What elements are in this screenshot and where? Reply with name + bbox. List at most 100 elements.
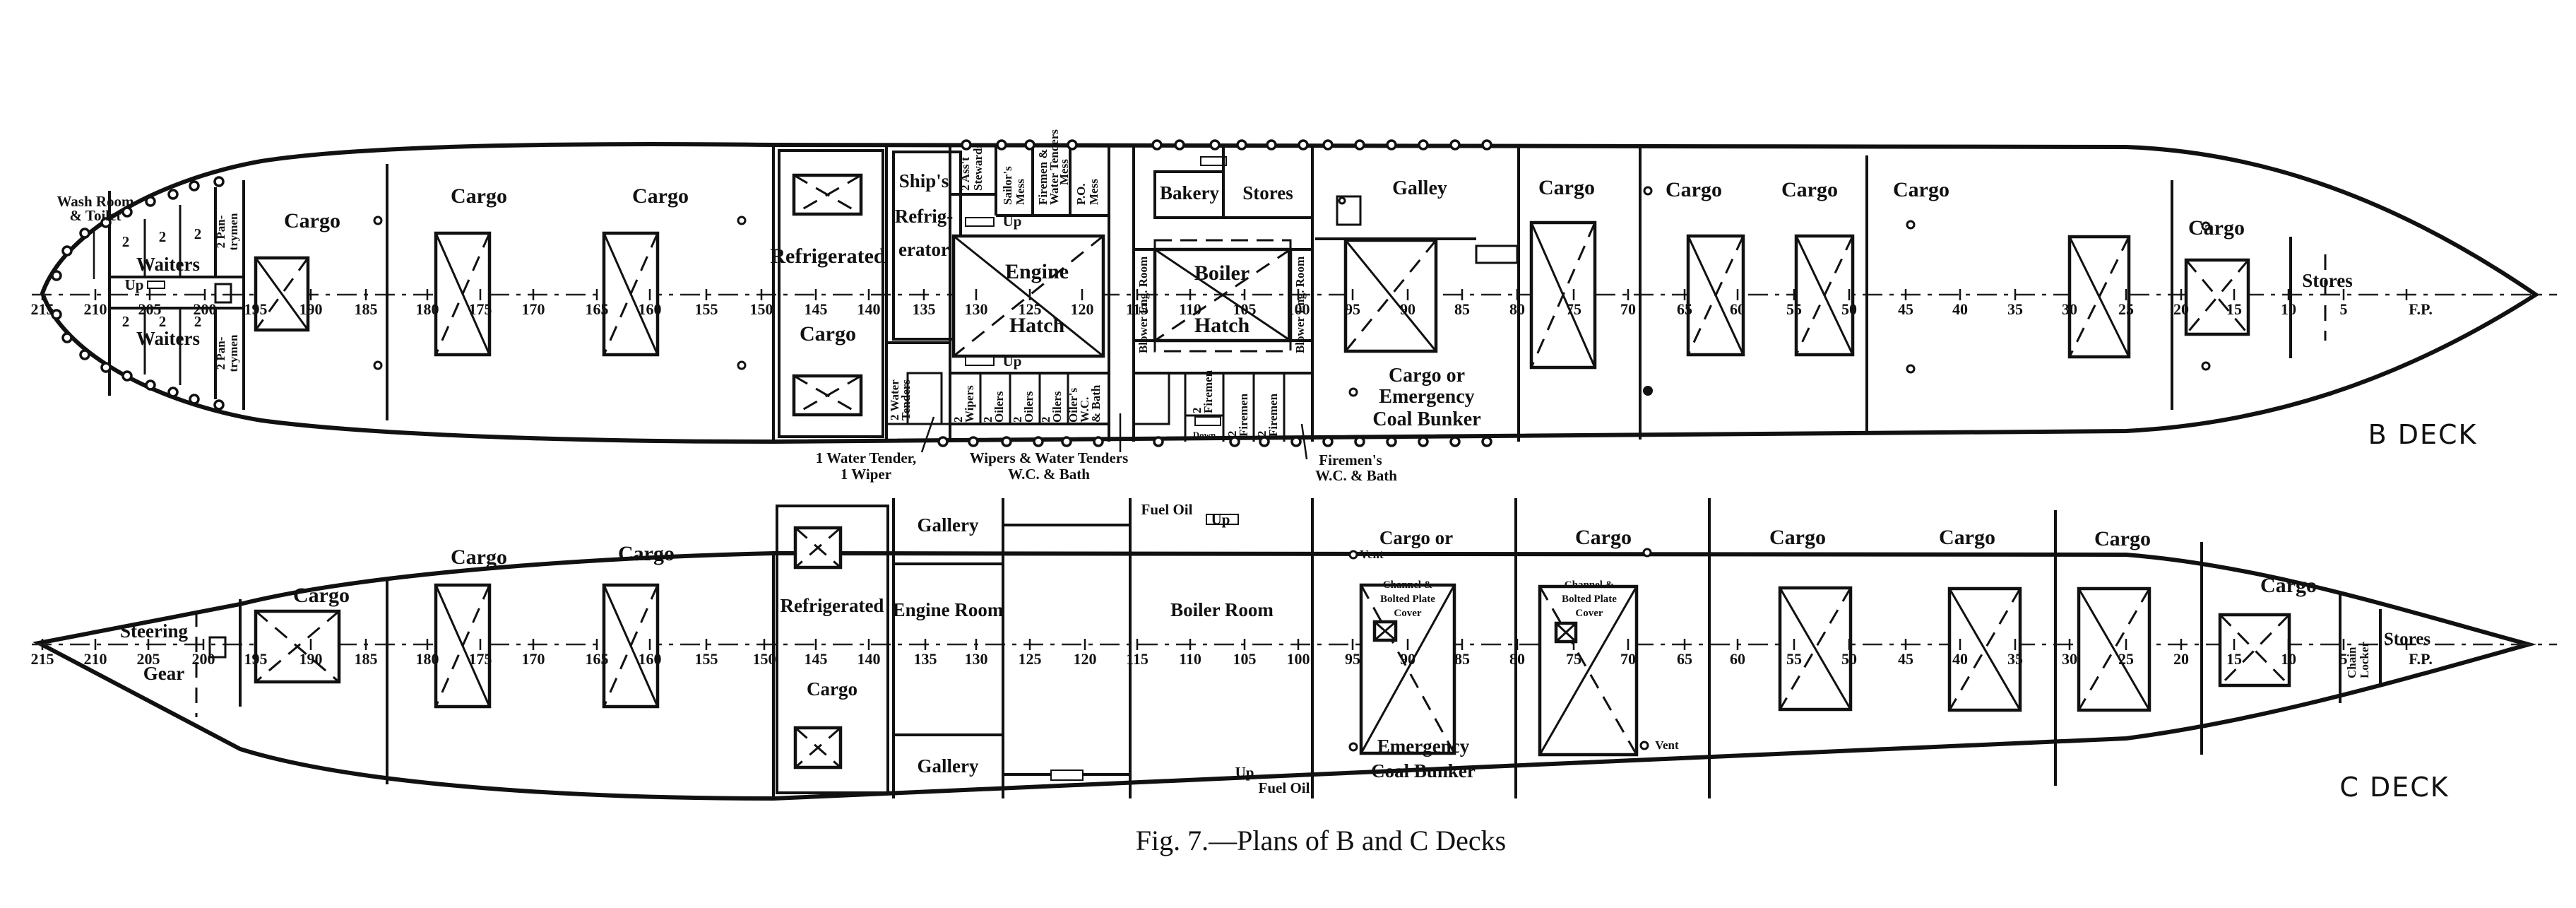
firemens-wc-callout: Firemen's [1319,452,1382,468]
frame-label: 185 [355,650,378,668]
frame-label: 15 [2226,300,2242,318]
b-deck-plan: 2152102052001951901851801751701651601551… [31,129,2557,484]
vent-icon [373,216,383,225]
porthole-icon [1418,139,1429,151]
porthole-icon [145,379,156,391]
frame-label: 105 [1233,650,1257,668]
gallery-label: Gallery [918,514,979,536]
boiler-hatch-label-2: Hatch [1194,314,1250,337]
channel-cover-label: Channel & [1565,579,1614,591]
frame-label: 110 [1179,650,1201,668]
porthole-icon [968,436,979,447]
berth-count: 2 [159,228,167,245]
pantrymen-port-label-2: trymen [227,213,240,250]
porthole-icon [213,176,225,187]
coal-bunker-hatch [1343,238,1438,353]
frame-label: 100 [1287,300,1310,318]
wash-room-label: Wash Room [57,193,134,210]
frame-label: 50 [1841,300,1857,318]
porthole-icon [121,370,133,382]
frame-label: 115 [1126,300,1148,318]
chain-locker-label: Chain [2345,647,2358,678]
blower-eng-room-label: Blower Eng. Room [1136,257,1150,353]
pantrymen-port-label: 2 Pan- [214,215,227,248]
porthole-icon [51,270,62,281]
frame-label: 60 [1730,650,1745,668]
waiters-stbd-label: Waiters [136,328,200,349]
engine-hatch-label-2: Hatch [1009,314,1065,337]
vent-icon [1642,548,1652,558]
water-tenders-label: 2 Water [888,379,901,420]
b-wall [906,372,943,425]
vent-icon [1348,742,1358,752]
frame-label: 80 [1509,650,1525,668]
firemen-mess-label-2: Water Tenders [1047,129,1061,205]
frame-label: 135 [914,650,937,668]
refrigerated-compartment [776,505,889,794]
ships-refrigerator-label: Ship's [899,170,949,191]
cargo-hatch [2067,235,2131,359]
sailors-mess-label-2: Mess [1014,179,1027,205]
frame-label: 215 [31,300,54,318]
frame-label: 190 [299,650,323,668]
cargo-label: Cargo [800,322,856,346]
galley-range [1336,195,1362,226]
frame-label: 80 [1509,300,1525,318]
stair-up-label: Up [1003,353,1022,370]
b-deck-title: B DECK [2368,419,2478,450]
oilers-label: 2 [1011,417,1024,423]
berth-count: 2 [122,233,130,250]
oilers-label-2: Oilers [1022,391,1035,423]
stair-icon [965,217,995,227]
porthole-icon [1236,139,1247,151]
hatch-small [214,283,232,304]
frame-label: 10 [2281,650,2296,668]
fuel-oil-label: Fuel Oil [1259,779,1310,796]
porthole-icon [1354,139,1365,151]
figure-caption: Fig. 7.—Plans of B and C Decks [1136,825,1506,856]
stores-label: Stores [1242,182,1293,204]
porthole-icon [189,180,200,191]
b-deck-frame-ticks [41,289,2408,300]
stair-up-label: Up [1003,213,1022,230]
wipers-label-2: Wipers [963,385,976,423]
engine-hatch [951,234,1105,358]
frame-label: 40 [1952,650,1968,668]
frame-label: 185 [355,300,378,318]
firemen-label: 2 [1225,431,1239,437]
berth-count: 2 [159,313,167,330]
stair-icon [1050,770,1084,781]
frame-label: 200 [192,650,215,668]
galley-label: Galley [1392,177,1447,199]
channel-cover-label-3: Cover [1394,608,1421,619]
cargo-label: Cargo [284,209,340,232]
channel-cover-label: Channel & [1383,579,1432,591]
porthole-icon [145,196,156,207]
frame-label: 65 [1677,650,1692,668]
oilers-label: 2 [1039,417,1052,423]
cargo-hatch [2184,258,2250,336]
asst-stewards-label-2: Stewards [971,143,985,191]
cargo-hatch [434,231,492,357]
porthole-icon [1418,436,1429,447]
firemen-label-2: Firemen [1237,393,1250,437]
cargo-label: Cargo [1575,526,1632,549]
frame-label: 140 [857,650,881,668]
cargo-label: Cargo [1893,178,1949,201]
cargo-label: Cargo [451,546,507,569]
sailors-mess-label: Sailor's [1001,166,1014,205]
frame-label: 165 [586,650,609,668]
callout-leader [920,416,935,453]
frame-label: 75 [1566,650,1581,668]
frame-label: 95 [1345,300,1360,318]
stair-icon [147,281,165,289]
frame-label: 5 [2340,650,2348,668]
channel-cover-label-2: Bolted Plate [1380,594,1435,605]
cargo-label: Cargo [632,184,689,208]
fwd-stores-label: Stores [2302,270,2353,291]
cargo-hatch [602,231,660,357]
po-mess-label-2: Mess [1087,179,1100,205]
c-deck-title: C DECK [2339,772,2449,803]
